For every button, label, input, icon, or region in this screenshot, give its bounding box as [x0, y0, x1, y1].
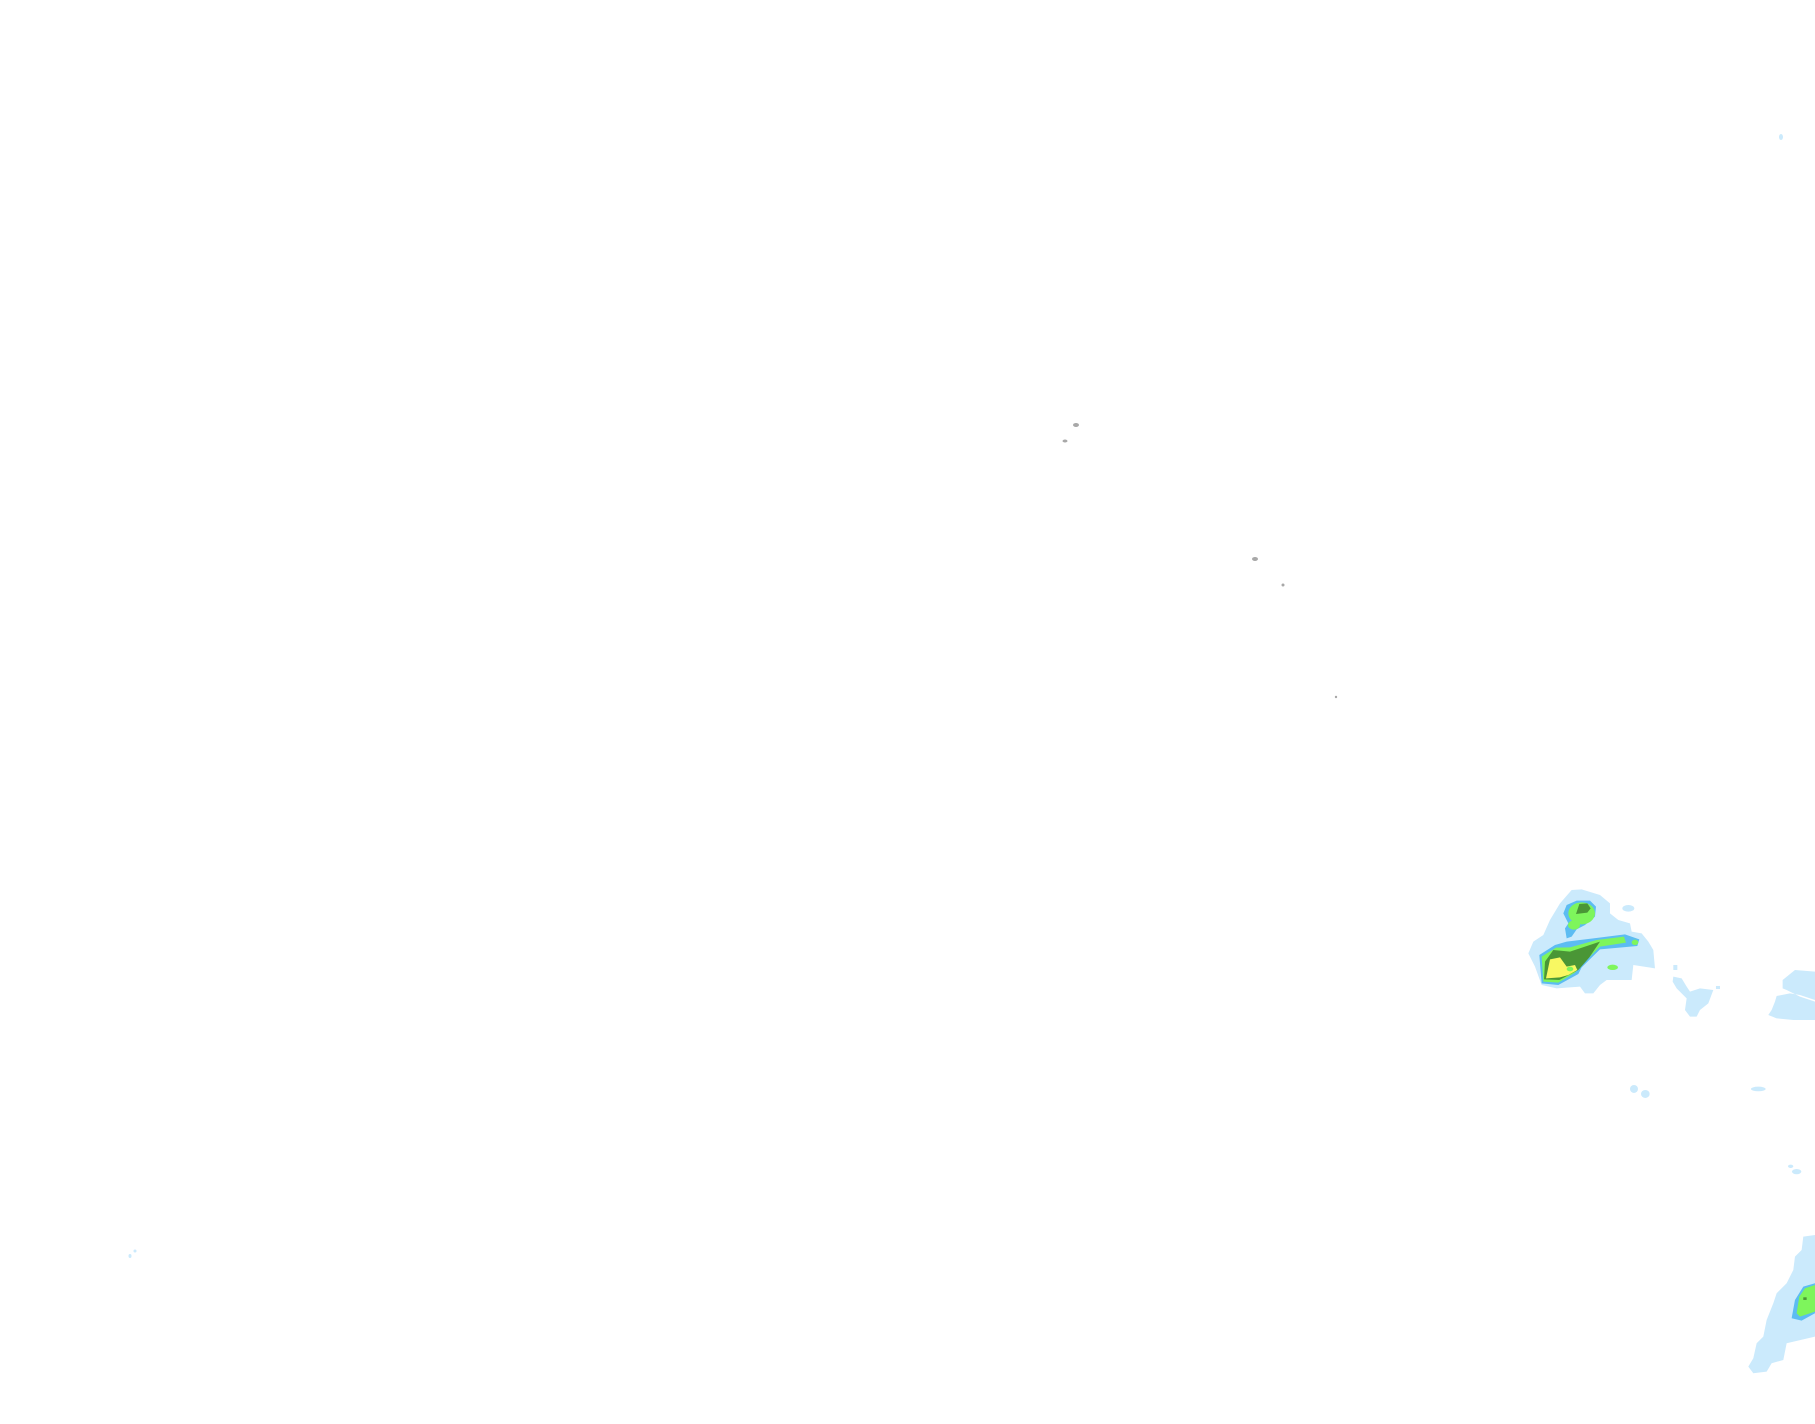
heavy-precip-cell — [1631, 939, 1639, 945]
light-precip-area — [1748, 1234, 1815, 1374]
light-precip-cell — [1787, 1164, 1794, 1168]
intense-precip-area — [1545, 957, 1578, 979]
heavy-precip-cell — [1607, 964, 1618, 970]
light-precip-area — [1672, 976, 1714, 1017]
light-precip-cell — [1622, 904, 1635, 912]
heavy-precip-cell — [1566, 966, 1574, 972]
light-precip-cell — [1791, 1168, 1802, 1175]
storm-cluster — [1528, 889, 1815, 1374]
very-heavy-precip-cell — [1803, 1297, 1807, 1300]
clutter-echo — [1281, 583, 1285, 587]
light-echo — [1779, 134, 1783, 140]
light-echo — [128, 1254, 132, 1258]
isolated-light-echoes — [128, 134, 1783, 1258]
light-echo — [133, 1249, 137, 1253]
light-precip-cell — [1715, 985, 1720, 989]
light-precip-cell — [1673, 964, 1678, 970]
light-precip-cell — [1640, 1089, 1650, 1098]
clutter-echo — [1073, 423, 1079, 427]
clutter-echo — [1062, 439, 1068, 443]
light-precip-area — [1768, 969, 1815, 1020]
heavy-precip-area — [1796, 1284, 1815, 1317]
light-precip-cell — [1629, 1084, 1638, 1093]
very-heavy-precip-area — [1575, 903, 1591, 914]
clutter-echoes — [1062, 423, 1338, 699]
clutter-echo — [1252, 557, 1258, 561]
light-precip-cell — [1750, 1086, 1766, 1092]
heavy-precip-area — [1567, 920, 1580, 930]
clutter-echo — [1334, 695, 1338, 699]
